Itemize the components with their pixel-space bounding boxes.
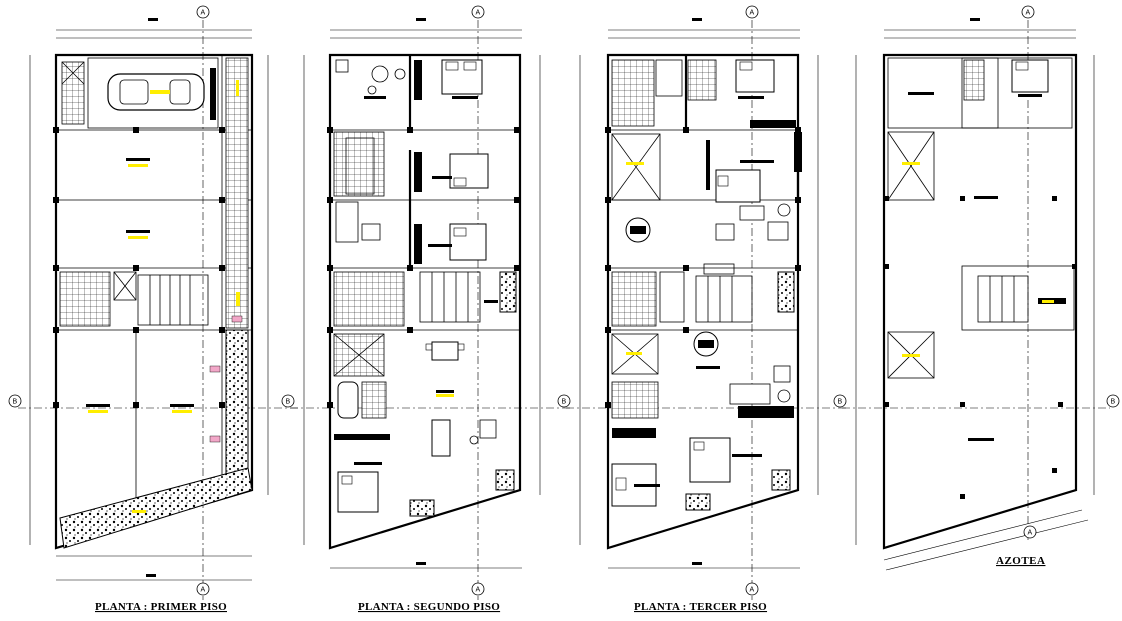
chair-icon — [367, 65, 406, 95]
axis-b-marker: B B — [557, 394, 847, 409]
bed-icon — [337, 471, 379, 513]
plan-primer-piso: A A B — [8, 5, 300, 613]
svg-text:A: A — [201, 10, 206, 17]
axis-b-marker: B — [281, 394, 570, 409]
bed-icon — [1011, 59, 1049, 93]
dimension-lines — [29, 18, 269, 581]
bed-icon — [689, 437, 731, 483]
svg-text:B: B — [13, 399, 18, 406]
svg-text:A: A — [1028, 530, 1033, 537]
dimension-lines — [855, 18, 1095, 571]
sofa-icon — [431, 419, 497, 457]
svg-text:A: A — [476, 587, 481, 594]
bed-icon — [441, 59, 483, 95]
dining-table-icon — [625, 217, 651, 243]
plan-title-tercer-piso: PLANTA : TERCER PISO — [634, 601, 767, 613]
axis-a-marker: A A — [471, 5, 485, 600]
plan-title-segundo-piso: PLANTA : SEGUNDO PISO — [358, 601, 500, 613]
svg-text:A: A — [750, 10, 755, 17]
svg-text:A: A — [1026, 10, 1031, 17]
svg-text:A: A — [750, 587, 755, 594]
dimension-lines — [579, 18, 819, 569]
dining-table-icon — [693, 331, 719, 357]
bed-icon — [735, 59, 775, 93]
plan-segundo-piso: A A B — [281, 5, 570, 613]
plan-tercer-piso: A A B B — [557, 5, 847, 613]
svg-text:B: B — [286, 399, 291, 406]
sofa-icon — [729, 365, 791, 405]
dining-table-icon — [425, 341, 465, 361]
svg-text:A: A — [201, 587, 206, 594]
bed-icon — [449, 153, 489, 189]
svg-text:B: B — [1111, 399, 1116, 406]
bed-icon — [449, 223, 487, 261]
plan-title-azotea: AZOTEA — [996, 555, 1045, 567]
car-icon — [107, 73, 205, 111]
axis-b-marker: B — [8, 394, 300, 409]
bed-icon — [715, 169, 761, 203]
axis-a-marker: A A — [196, 5, 210, 600]
axis-b-marker: B — [842, 394, 1120, 409]
bathtub-icon — [337, 381, 359, 419]
plan-azotea: A A B — [842, 5, 1120, 571]
svg-text:A: A — [476, 10, 481, 17]
sofa-icon — [715, 203, 791, 241]
dimension-lines — [303, 18, 541, 569]
svg-text:B: B — [562, 399, 567, 406]
plan-title-primer-piso: PLANTA : PRIMER PISO — [95, 601, 227, 613]
svg-text:B: B — [838, 399, 843, 406]
